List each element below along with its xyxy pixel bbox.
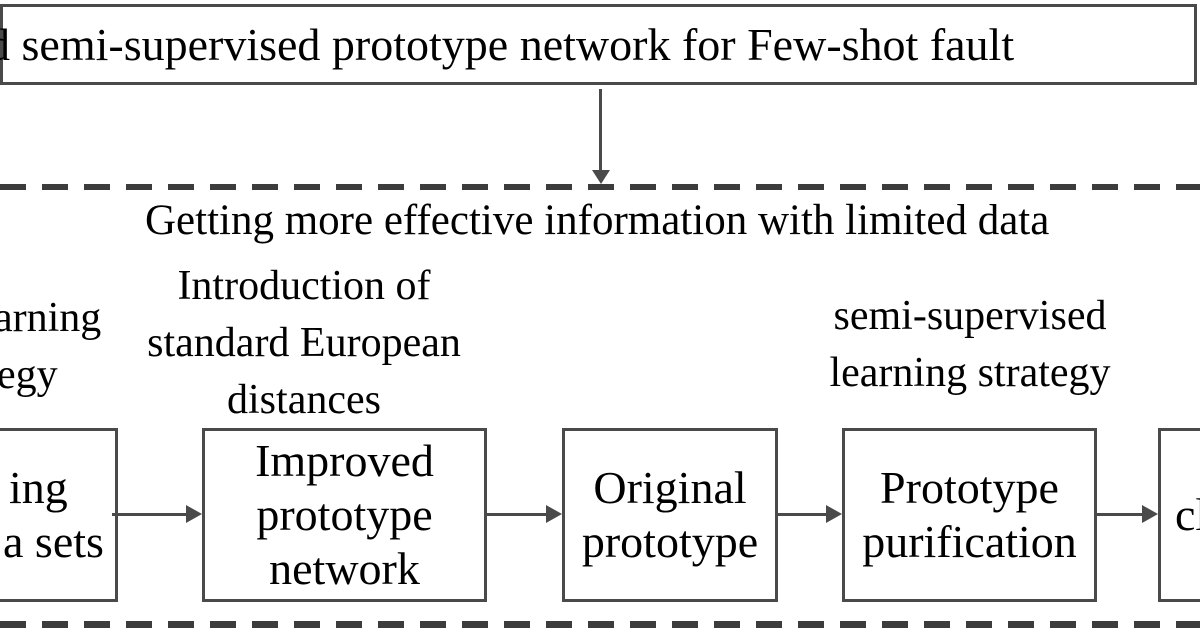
title-box: d semi-supervised prototype network for … [0, 4, 1197, 85]
box-data-sets-line2: a sets [3, 516, 104, 567]
flow-arrow-1-icon [186, 505, 202, 523]
label-semi-line1: semi-supervised [833, 293, 1107, 339]
label-euclidean-distance: Introduction of standard European distan… [104, 258, 504, 429]
box-original-line2: prototype [581, 516, 759, 567]
label-left-cropped-line1: arning [0, 295, 102, 341]
box-purification-line2: purification [862, 516, 1077, 567]
flow-arrow-3-icon [826, 505, 842, 523]
box-improved-line1: Improved [255, 435, 434, 486]
flow-arrow-4-line [1097, 513, 1144, 516]
box-original-prototype: Original prototype [562, 428, 778, 602]
box-classification-line2: cl [1175, 489, 1200, 540]
box-improved-network: Improved prototype network [202, 428, 487, 602]
flow-arrow-4-icon [1142, 505, 1158, 523]
label-euclidean-line2: standard European [147, 320, 461, 366]
section-heading: Getting more effective information with … [145, 197, 1050, 244]
diagram-title: d semi-supervised prototype network for … [0, 19, 1015, 70]
label-euclidean-line1: Introduction of [177, 263, 431, 309]
down-arrow-icon [592, 170, 610, 184]
flow-arrow-1-line [112, 513, 188, 516]
label-left-cropped-line2: egy [0, 352, 58, 398]
box-classification-cropped: cl [1158, 428, 1200, 602]
flow-arrow-3-line [778, 513, 828, 516]
dashed-border-bottom [0, 621, 1200, 628]
label-euclidean-line3: distances [227, 377, 381, 423]
box-improved-line2: prototype [256, 489, 433, 540]
down-arrow-line [599, 89, 602, 172]
flow-arrow-2-icon [546, 505, 562, 523]
box-original-line1: Original [593, 462, 747, 513]
box-data-sets-cropped: ing a sets [0, 428, 118, 602]
label-semi-line2: learning strategy [829, 350, 1111, 396]
label-semi-supervised: semi-supervised learning strategy [770, 288, 1170, 402]
dashed-border-top [0, 184, 1200, 190]
box-prototype-purification: Prototype purification [842, 428, 1097, 602]
box-improved-line3: network [269, 543, 420, 594]
flow-arrow-2-line [487, 513, 548, 516]
box-purification-line1: Prototype [880, 462, 1059, 513]
box-data-sets-line1: ing [9, 462, 68, 513]
